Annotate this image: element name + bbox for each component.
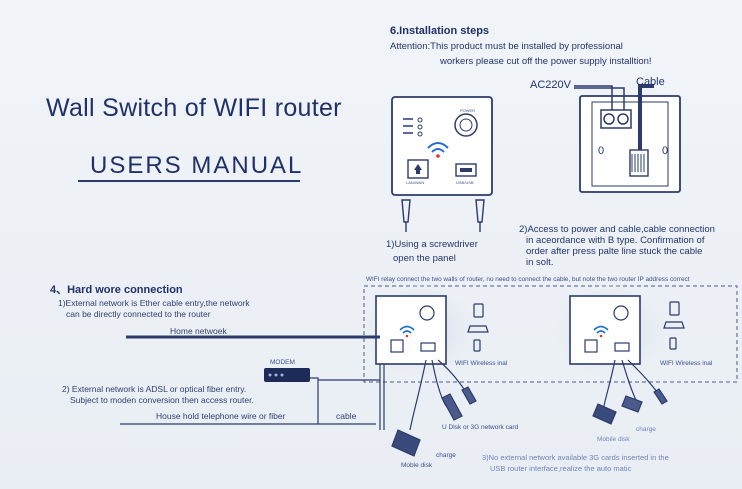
router-1: [375, 295, 447, 365]
network-lines: [120, 335, 385, 430]
wifi-wireless-label-1: WIFI Wireless inal: [455, 360, 508, 367]
charge-label-1: charge: [436, 452, 456, 459]
laptop-icon: [467, 325, 489, 333]
label-ac220v: AC220V: [530, 79, 571, 91]
charge-label-2: charge: [636, 426, 656, 433]
cable-plug-icon: [629, 149, 649, 177]
lan-port-icon: [407, 159, 429, 179]
step1-line-1: 1)Using a screwdriver: [386, 239, 478, 250]
phone-line-label: House hold telephone wire or fiber: [156, 411, 286, 421]
wall-panel-step1: [391, 96, 493, 232]
charger-icon: [461, 386, 477, 405]
back-panel-step2: 0 0: [574, 84, 681, 193]
phone-icon: [473, 339, 481, 352]
usb-devices-router1: [391, 359, 477, 457]
step2-line-4: in solt.: [526, 257, 554, 268]
usb-port-icon: [455, 163, 477, 177]
router-2: [569, 295, 641, 365]
attention-line-2: workers please cut off the power supply …: [440, 56, 652, 67]
item2-line-1: 2) External network is ADSL or optical f…: [62, 384, 247, 394]
wifi-wireless-label-2: WIFI Wireless inal: [660, 360, 713, 367]
relay-note: WIFI relay connect the two walls of rout…: [366, 276, 690, 283]
mobile-disk-label-2: Mobile disk: [597, 436, 630, 443]
svg-text:0: 0: [662, 145, 668, 157]
item2-line-2: Subject to moden conversion then access …: [70, 395, 254, 405]
wifi-icon: [593, 325, 609, 334]
document-subtitle: USERS MANUAL: [90, 152, 304, 179]
wifi-icon: [399, 325, 415, 334]
document-title: Wall Switch of WIFI router: [46, 94, 342, 122]
step1-line-2: open the panel: [393, 253, 456, 264]
status-leds: [403, 117, 423, 137]
svg-text:0: 0: [598, 145, 604, 157]
usb-devices-router2: [592, 359, 668, 425]
charger-icon: [653, 388, 668, 405]
panel-label-power: POWER: [460, 108, 476, 113]
attention-line-1: Attention:This product must be installed…: [390, 41, 623, 52]
panel-label-usb: USB/USB: [456, 180, 474, 185]
phone-icon: [669, 337, 677, 350]
tablet-icon: [473, 303, 484, 318]
modem-icon: [264, 368, 310, 382]
panel-label-lan: LAN/WAN: [406, 180, 425, 185]
home-network-label: Home netwoek: [170, 326, 227, 336]
terminal-block-icon: [600, 109, 632, 129]
wifi-icon: [427, 142, 449, 158]
tablet-icon: [669, 301, 680, 316]
install-heading: 6.Installation steps: [390, 25, 490, 37]
device-icons-router1: [467, 303, 489, 352]
mobile-disk-icon: [592, 403, 617, 425]
hard-heading: 4、Hard wore connection: [50, 284, 183, 296]
device-icons-router2: [663, 301, 685, 350]
label-cable: Cable: [636, 76, 665, 88]
step2-line-2: in aceordance with B type. Confirmation …: [526, 235, 705, 246]
mobile-disk-label-1: Moble disk: [401, 462, 433, 469]
step2-line-1: 2)Access to power and cable,cable connec…: [519, 224, 715, 235]
modem-label: MODEM: [270, 359, 295, 366]
item3-line-2: USB router interface,realize the auto ma…: [490, 464, 632, 473]
relay-dashed-frame: [363, 285, 738, 383]
udisk-icon: [621, 395, 643, 413]
mobile-disk-icon: [391, 429, 421, 457]
screwdriver-icon: [401, 199, 485, 232]
step2-line-3: order after press palte line stuck the c…: [526, 246, 703, 257]
item3-line-1: 3)No external network available 3G cards…: [482, 453, 669, 462]
laptop-icon: [663, 321, 685, 329]
udisk-icon: [441, 393, 463, 421]
subtitle-underline: [78, 180, 300, 182]
udisk-label: U Dlsk or 3G network card: [442, 424, 519, 431]
item1-line-2: can be directly connected to the router: [66, 309, 211, 319]
cable-label: cable: [336, 411, 357, 421]
power-button-icon: [454, 113, 478, 137]
item1-line-1: 1)External network is Ether cable entry,…: [58, 298, 250, 308]
